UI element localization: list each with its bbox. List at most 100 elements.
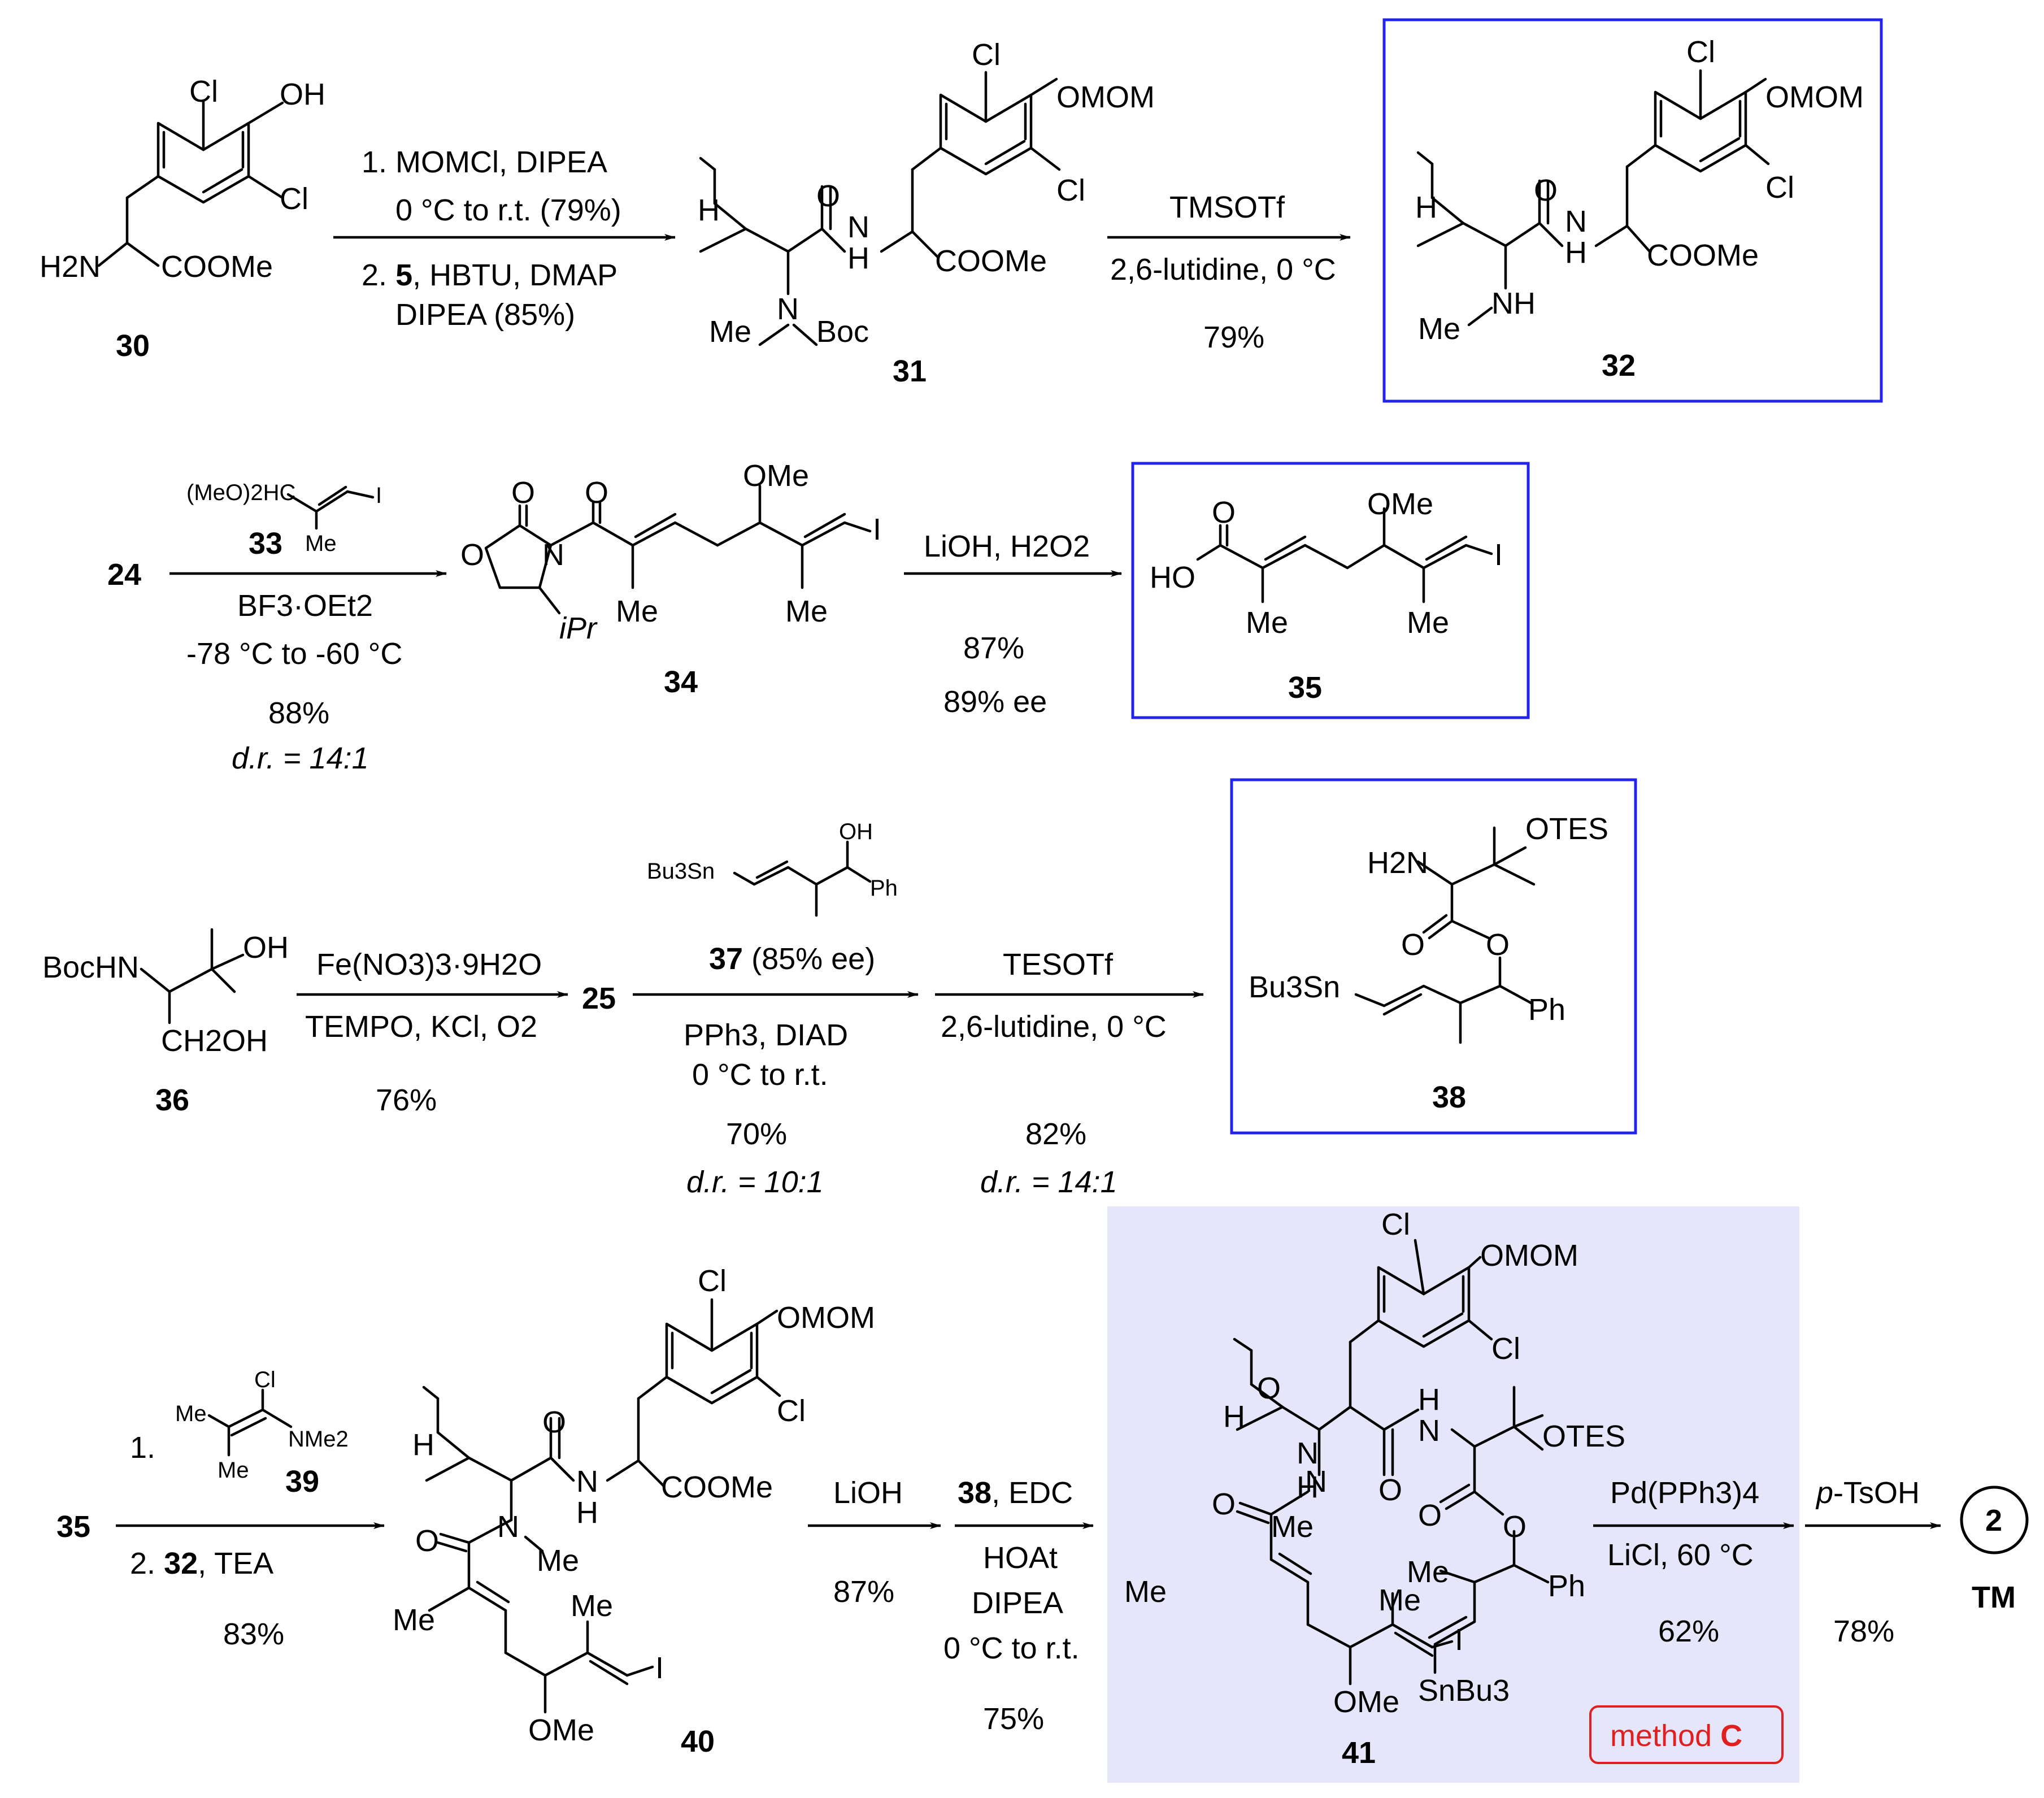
compound-number: 35 <box>1288 671 1322 705</box>
method-label: method C <box>1589 1705 1784 1764</box>
atom-label: Me <box>393 1603 435 1637</box>
compound-number: 34 <box>664 665 698 699</box>
compound-number: 32 <box>1602 349 1636 383</box>
atom-label: BocHN <box>42 950 139 984</box>
condition-text: 2. <box>130 1547 155 1580</box>
condition-text: TEMPO, KCl, O2 <box>305 1010 537 1044</box>
step-11-conditions: Pd(PPh3)4 LiCl, 60 °C 62% <box>1607 1476 1759 1648</box>
compound-number: 31 <box>893 354 927 388</box>
svg-text:37 (85% ee): 37 (85% ee) <box>709 942 875 976</box>
atom-label: Cl <box>1686 35 1715 69</box>
atom-label: Me <box>537 1544 579 1578</box>
atom-label: Cl <box>254 1367 276 1392</box>
condition-text: 62% <box>1658 1614 1719 1648</box>
atom-label: N <box>1305 1465 1327 1499</box>
atom-label: Cl <box>189 75 218 108</box>
atom-label: Ph <box>870 876 898 901</box>
svg-text:2. 32, TEA: 2. 32, TEA <box>130 1547 273 1580</box>
condition-text: 87% <box>833 1575 894 1609</box>
compound-number: 38 <box>1432 1080 1466 1114</box>
atom-label: Me <box>1378 1583 1421 1617</box>
atom-label: O <box>1378 1473 1402 1507</box>
atom-label: Bu3Sn <box>1249 970 1340 1004</box>
condition-text: 0 °C to r.t. <box>943 1631 1080 1665</box>
atom-label: Me <box>305 531 337 556</box>
atom-label: O <box>585 476 608 510</box>
compound-ref: 38 <box>958 1476 991 1510</box>
compound-38: H2N OTES O O Bu3Sn Ph 38 <box>1249 812 1608 1114</box>
compound-35: O HO Me OMe Me I 35 <box>1150 487 1503 705</box>
compound-number: 33 <box>249 527 282 561</box>
condition-text: 2,6-lutidine, 0 °C <box>1110 253 1336 286</box>
atom-label: O <box>460 538 484 572</box>
atom-label: N <box>1418 1414 1440 1448</box>
atom-label: Bu3Sn <box>647 859 715 884</box>
atom-label: COOMe <box>161 250 273 284</box>
atom-label: H <box>847 241 869 275</box>
condition-text: 1. <box>130 1431 155 1465</box>
atom-label: O <box>511 476 535 510</box>
step-3-conditions: BF3·OEt2 -78 °C to -60 °C 88% d.r. = 14:… <box>186 589 402 775</box>
atom-label: N <box>542 538 564 572</box>
atom-label: Cl <box>1765 171 1794 205</box>
atom-label: Me <box>1271 1510 1314 1544</box>
atom-label: NH <box>1491 286 1536 320</box>
target-molecule: 2 TM <box>1960 1486 2029 1614</box>
reagent-37: Bu3Sn OH Ph 37 (85% ee) <box>647 819 898 976</box>
compound-30: Cl OH Cl H2N COOMe 30 <box>40 75 325 363</box>
condition-text: 79% <box>1203 320 1264 354</box>
method-letter: C <box>1720 1719 1742 1753</box>
atom-label: I <box>1494 538 1503 572</box>
condition-text: d.r. = 10:1 <box>686 1165 824 1199</box>
atom-label: SnBu3 <box>1418 1674 1510 1708</box>
atom-label: OTES <box>1525 812 1608 846</box>
compound-number: 35 <box>56 1510 90 1544</box>
atom-label: Me <box>1246 606 1288 640</box>
condition-text: -TsOH <box>1833 1476 1920 1510</box>
condition-text: , EDC <box>991 1476 1073 1510</box>
condition-text: 2. <box>362 258 387 292</box>
atom-label: Me <box>1407 1555 1449 1589</box>
atom-label: Ph <box>1528 993 1565 1027</box>
atom-label: Cl <box>972 38 1001 72</box>
compound-34: O O N O iPr Me OMe Me I 34 <box>460 459 881 699</box>
compound-32: Cl OMOM Cl H O N H COOMe NH Me 32 <box>1415 35 1864 383</box>
atom-label: O <box>1534 173 1558 207</box>
step-4-conditions: LiOH, H2O2 87% 89% ee <box>924 529 1090 719</box>
atom-label: OTES <box>1542 1419 1625 1453</box>
step-2-conditions: TMSOTf 2,6-lutidine, 0 °C 79% <box>1110 190 1336 354</box>
step-6-conditions: PPh3, DIAD 0 °C to r.t. 70% d.r. = 10:1 <box>684 1018 848 1199</box>
step-9-conditions: LiOH 87% <box>833 1476 903 1609</box>
atom-label: Me <box>709 315 751 349</box>
svg-text:method C: method C <box>1610 1719 1742 1753</box>
atom-label: Me <box>1407 606 1449 640</box>
compound-40: Cl OMOM Cl H O N H COOMe O N Me Me Me I … <box>393 1264 875 1758</box>
atom-label: Cl <box>1491 1332 1520 1366</box>
condition-text: p <box>1815 1476 1833 1510</box>
target-label: TM <box>1972 1580 2016 1614</box>
atom-label: COOMe <box>1647 238 1759 272</box>
atom-label: N <box>1297 1436 1319 1470</box>
atom-label: Cl <box>698 1264 727 1298</box>
condition-text: , HBTU, DMAP <box>412 258 617 292</box>
condition-text: 2,6-lutidine, 0 °C <box>941 1010 1167 1044</box>
condition-text: LiCl, 60 °C <box>1607 1538 1754 1572</box>
atom-label: (MeO)2HC <box>186 480 295 505</box>
atom-label: OMe <box>743 459 809 493</box>
reagent-39: 1. Me Cl NMe2 Me 39 <box>130 1367 349 1499</box>
atom-label: H <box>576 1496 598 1530</box>
compound-number: 39 <box>285 1465 319 1499</box>
condition-text: 87% <box>963 631 1024 665</box>
atom-label: O <box>542 1405 566 1439</box>
condition-text: LiOH <box>833 1476 903 1510</box>
compound-number: 2 <box>1985 1504 2002 1538</box>
compound-number: 41 <box>1342 1736 1376 1770</box>
step-12-conditions: p-TsOH 78% <box>1815 1476 1920 1648</box>
atom-label: NMe2 <box>288 1427 349 1452</box>
condition-text: DIPEA <box>972 1586 1063 1620</box>
compound-41: Cl OMOM Cl H O N H O N H OTES O O N Me O… <box>1124 1208 1625 1770</box>
step-10-conditions: 38, EDC HOAt DIPEA 0 °C to r.t. 75% <box>943 1476 1080 1736</box>
atom-label: O <box>1257 1371 1281 1405</box>
condition-text: TMSOTf <box>1169 190 1285 224</box>
